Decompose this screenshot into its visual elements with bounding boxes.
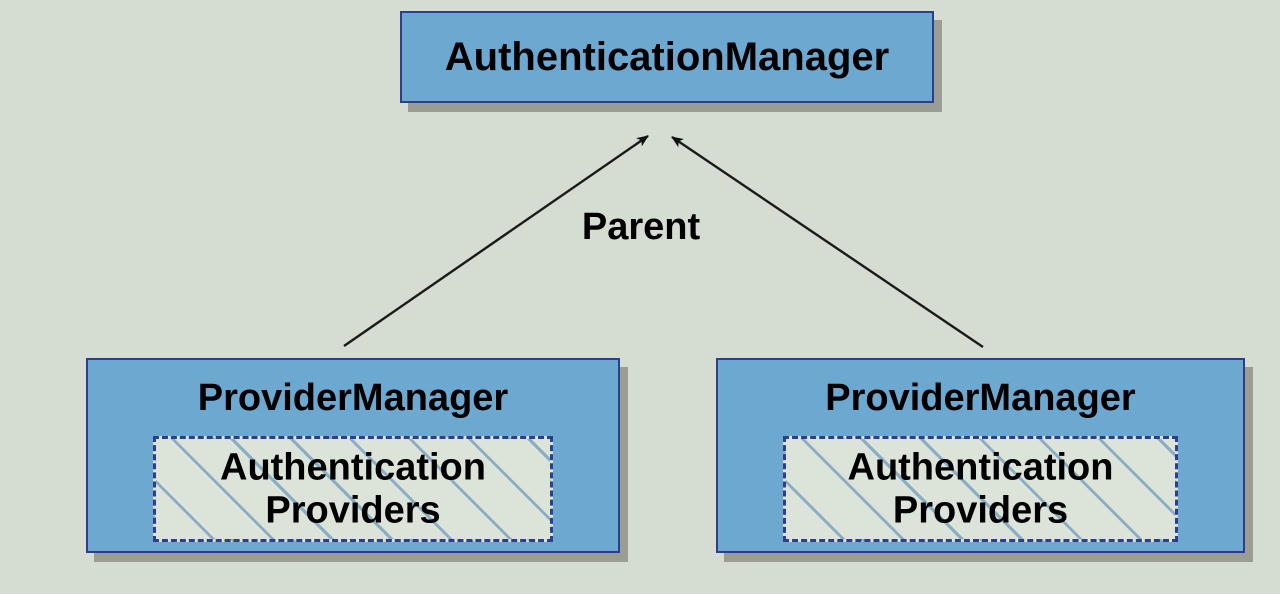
node-provider-manager-left[interactable]: ProviderManager Authentication Providers <box>86 358 620 553</box>
node-provider-manager-left-label: ProviderManager <box>197 377 509 419</box>
node-authentication-manager-label: AuthenticationManager <box>444 35 890 79</box>
node-provider-manager-right-label: ProviderManager <box>825 377 1136 419</box>
subnode-authentication-providers-left-label: Authentication Providers <box>220 446 486 531</box>
edge-label-parent: Parent <box>0 208 1280 246</box>
node-authentication-manager[interactable]: AuthenticationManager <box>400 11 934 103</box>
node-provider-manager-right[interactable]: ProviderManager Authentication Providers <box>716 358 1245 553</box>
subnode-authentication-providers-left[interactable]: Authentication Providers <box>153 436 553 542</box>
subnode-authentication-providers-right[interactable]: Authentication Providers <box>783 436 1178 542</box>
subnode-authentication-providers-right-label: Authentication Providers <box>847 446 1114 531</box>
edge-label-parent-text: Parent <box>581 206 701 248</box>
